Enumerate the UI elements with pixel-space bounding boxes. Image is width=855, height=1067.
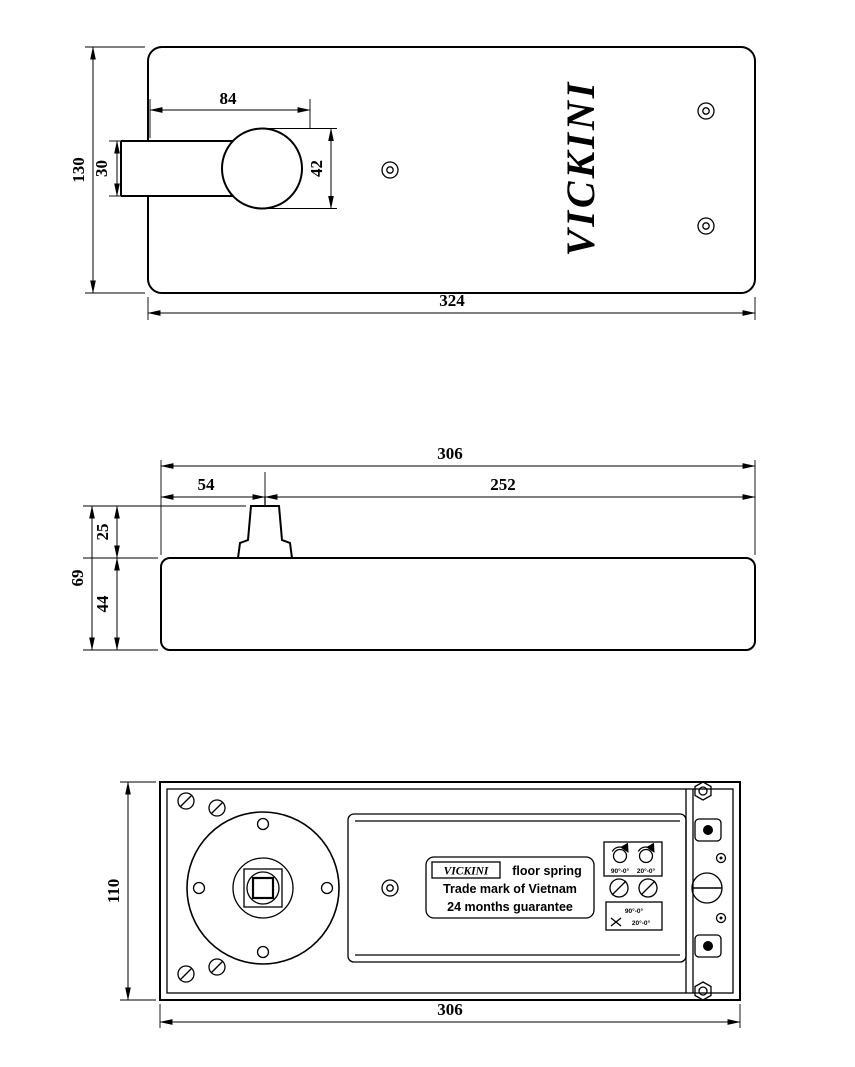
dim-spindle-offset: 54 — [160, 472, 266, 503]
brand-logo-box — [431, 861, 501, 879]
dim-box-width: 110 — [104, 781, 156, 1001]
mount-bracket — [694, 818, 722, 842]
mount-bracket — [694, 934, 722, 958]
label-line2: Trade mark of Vietnam — [443, 882, 577, 896]
dim-arm-length: 84 — [149, 89, 311, 138]
mount-hole — [256, 817, 270, 831]
screw-hole — [715, 912, 727, 924]
dim-label: 25 — [93, 524, 112, 541]
screw-hole — [381, 161, 399, 179]
arm-boss — [221, 127, 303, 210]
screw-hole — [697, 217, 715, 235]
slotted-cap — [691, 872, 723, 904]
screw-hole — [697, 102, 715, 120]
pivot-assembly — [186, 811, 340, 965]
label-line3: 24 months guarantee — [447, 900, 573, 914]
dim-body-height: 44 — [83, 557, 158, 651]
dim-label: 306 — [437, 1000, 463, 1019]
spindle-hole — [251, 876, 275, 900]
dim-label: 252 — [490, 475, 516, 494]
dim-total-height: 69 — [68, 505, 95, 651]
dim-arm-width: 30 — [92, 140, 121, 197]
dim-label: 30 — [92, 160, 111, 177]
spindle — [236, 497, 294, 559]
dim-plate-width: 130 — [69, 46, 145, 294]
dim-label: 54 — [198, 475, 216, 494]
side-view: 306 54 252 25 44 69 — [68, 444, 756, 651]
valve-icon-panel: 90°-0° 20°-0° — [603, 841, 663, 877]
hex-bolt — [694, 781, 712, 801]
angle-spec-label: 20°-0° — [632, 919, 651, 927]
top-view: VICKINI 84 130 30 42 324 — [69, 46, 756, 320]
body-profile — [160, 557, 756, 651]
screw-hole — [715, 852, 727, 864]
adjust-valve — [638, 878, 658, 898]
pivot-arm — [120, 127, 303, 210]
inner-frame — [166, 788, 734, 994]
valve-range-label: 90°-0° — [611, 867, 630, 875]
dim-box-length: 306 — [159, 1000, 741, 1028]
rotation-arrow-icon — [611, 842, 629, 864]
brand-logo: VICKINI — [558, 80, 603, 257]
adjust-valve — [609, 878, 629, 898]
anchor-screw — [208, 799, 226, 817]
dim-total-length: 306 — [160, 444, 756, 555]
angle-spec-label: 90°-0° — [625, 907, 644, 915]
dim-plate-length: 324 — [147, 291, 756, 320]
bottom-view: VICKINI floor spring Trade mark of Vietn… — [104, 781, 741, 1028]
mount-hole — [192, 881, 206, 895]
dim-rear-length: 252 — [264, 475, 756, 500]
end-bracket-assembly — [685, 781, 727, 1001]
anchor-screw — [177, 965, 195, 983]
mount-hole — [320, 881, 334, 895]
angle-spec-panel: 90°-0° 20°-0° — [605, 901, 663, 931]
dim-spindle-height: 25 — [83, 505, 246, 559]
label-line1: floor spring — [512, 864, 581, 878]
dim-label: 110 — [104, 879, 123, 904]
screw-hole — [381, 879, 399, 897]
anchor-screw — [208, 958, 226, 976]
dim-label: 69 — [68, 570, 87, 587]
dim-label: 42 — [307, 160, 326, 177]
dim-label: 324 — [439, 291, 465, 310]
anchor-screw — [177, 792, 195, 810]
brand-logo-small: VICKINI — [444, 866, 489, 878]
label-plate: VICKINI floor spring Trade mark of Vietn… — [425, 856, 595, 919]
valve-range-label: 20°-0° — [637, 867, 656, 875]
dim-label: 44 — [93, 595, 112, 613]
hex-bolt — [694, 981, 712, 1001]
rotation-arrow-icon — [637, 842, 655, 864]
dim-label: 84 — [220, 89, 238, 108]
mount-hole — [256, 945, 270, 959]
dim-boss-diameter: 42 — [266, 127, 337, 210]
dim-label: 130 — [69, 157, 88, 183]
dim-label: 306 — [437, 444, 463, 463]
